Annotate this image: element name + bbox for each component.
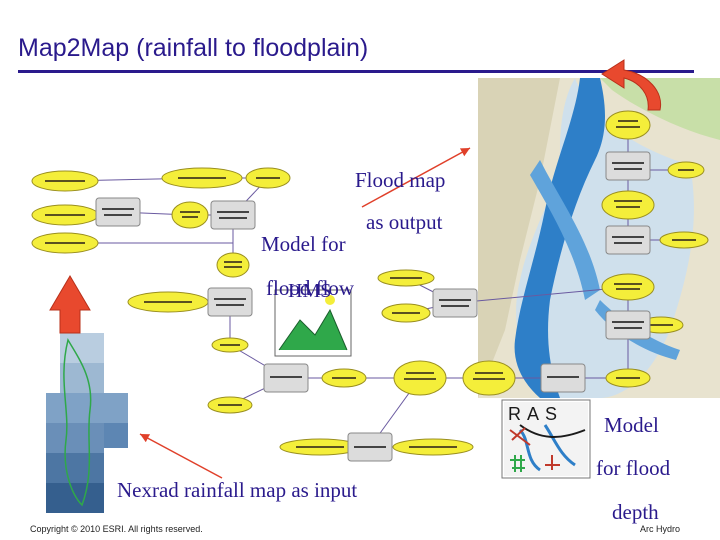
node-boundary (659, 231, 709, 249)
label-model-for: Model for (261, 232, 346, 256)
node-ras-flow (321, 368, 367, 388)
node-flow-change (211, 337, 249, 353)
tool-create-water-surface (605, 225, 651, 255)
tool-ras-to-water-surface (605, 310, 651, 340)
nexrad-grid-image (46, 333, 128, 513)
node-precip-points (31, 204, 99, 226)
node-flood-polygon (605, 110, 651, 140)
footer-brand: Arc Hydro (640, 524, 681, 534)
tool-hydro-model (210, 200, 256, 230)
tool-ras-export (347, 432, 393, 462)
input-up-arrow (49, 275, 91, 334)
node-schematic (127, 291, 209, 313)
label-nexrad-input: Nexrad rainfall map as input (117, 478, 358, 502)
tool-hms-to-ras (207, 287, 253, 317)
node-output-geometry (393, 360, 447, 396)
tool-run-ras (540, 363, 586, 393)
node-xs-water-surface (601, 273, 655, 301)
model-nodes (31, 110, 709, 456)
footer-copyright: Copyright © 2010 ESRI. All rights reserv… (30, 524, 203, 534)
label-flood-flow: flood flow (266, 276, 355, 300)
node-hms-timeseries (216, 252, 250, 278)
label-hms: HMS (288, 280, 332, 302)
node-dem (667, 161, 705, 179)
node-rainfall-grid (31, 170, 99, 192)
tool-grid-to-points (95, 197, 141, 227)
node-water-surface-raster (601, 190, 655, 220)
title-underline (18, 70, 694, 73)
tool-create-flood-polygon (605, 151, 651, 181)
node-stream-centerline (392, 438, 474, 456)
node-output-hecras (462, 360, 516, 396)
node-hec-results (377, 269, 435, 287)
output-curved-arrow (601, 59, 662, 111)
node-bank-lines (381, 303, 431, 323)
tool-ras-import (263, 363, 309, 393)
label-flood-map: Flood map (355, 168, 446, 192)
node-subbasins (31, 232, 99, 254)
label-ras-for-flood: for flood (596, 456, 671, 480)
label-as-output: as output (366, 210, 443, 234)
node-sdf-file (605, 368, 651, 388)
label-ras-depth: depth (612, 500, 659, 524)
model-tools (95, 151, 651, 462)
node-cross-sections (279, 438, 361, 456)
page-title: Map2Map (rainfall to floodplain) (18, 34, 369, 62)
ras-logo-text: RAS (508, 404, 563, 424)
tool-import-ras-sdf (432, 288, 478, 318)
label-ras-model: Model (604, 413, 659, 437)
nexrad-pointer-arrow (139, 433, 223, 479)
ras-logo: RAS (501, 399, 591, 479)
flood-map-pointer-arrow (361, 147, 471, 208)
hms-logo (274, 289, 352, 357)
node-hydro-response (161, 167, 243, 189)
node-table (171, 201, 209, 229)
node-time-series (245, 167, 291, 189)
node-flow-table (207, 396, 253, 414)
